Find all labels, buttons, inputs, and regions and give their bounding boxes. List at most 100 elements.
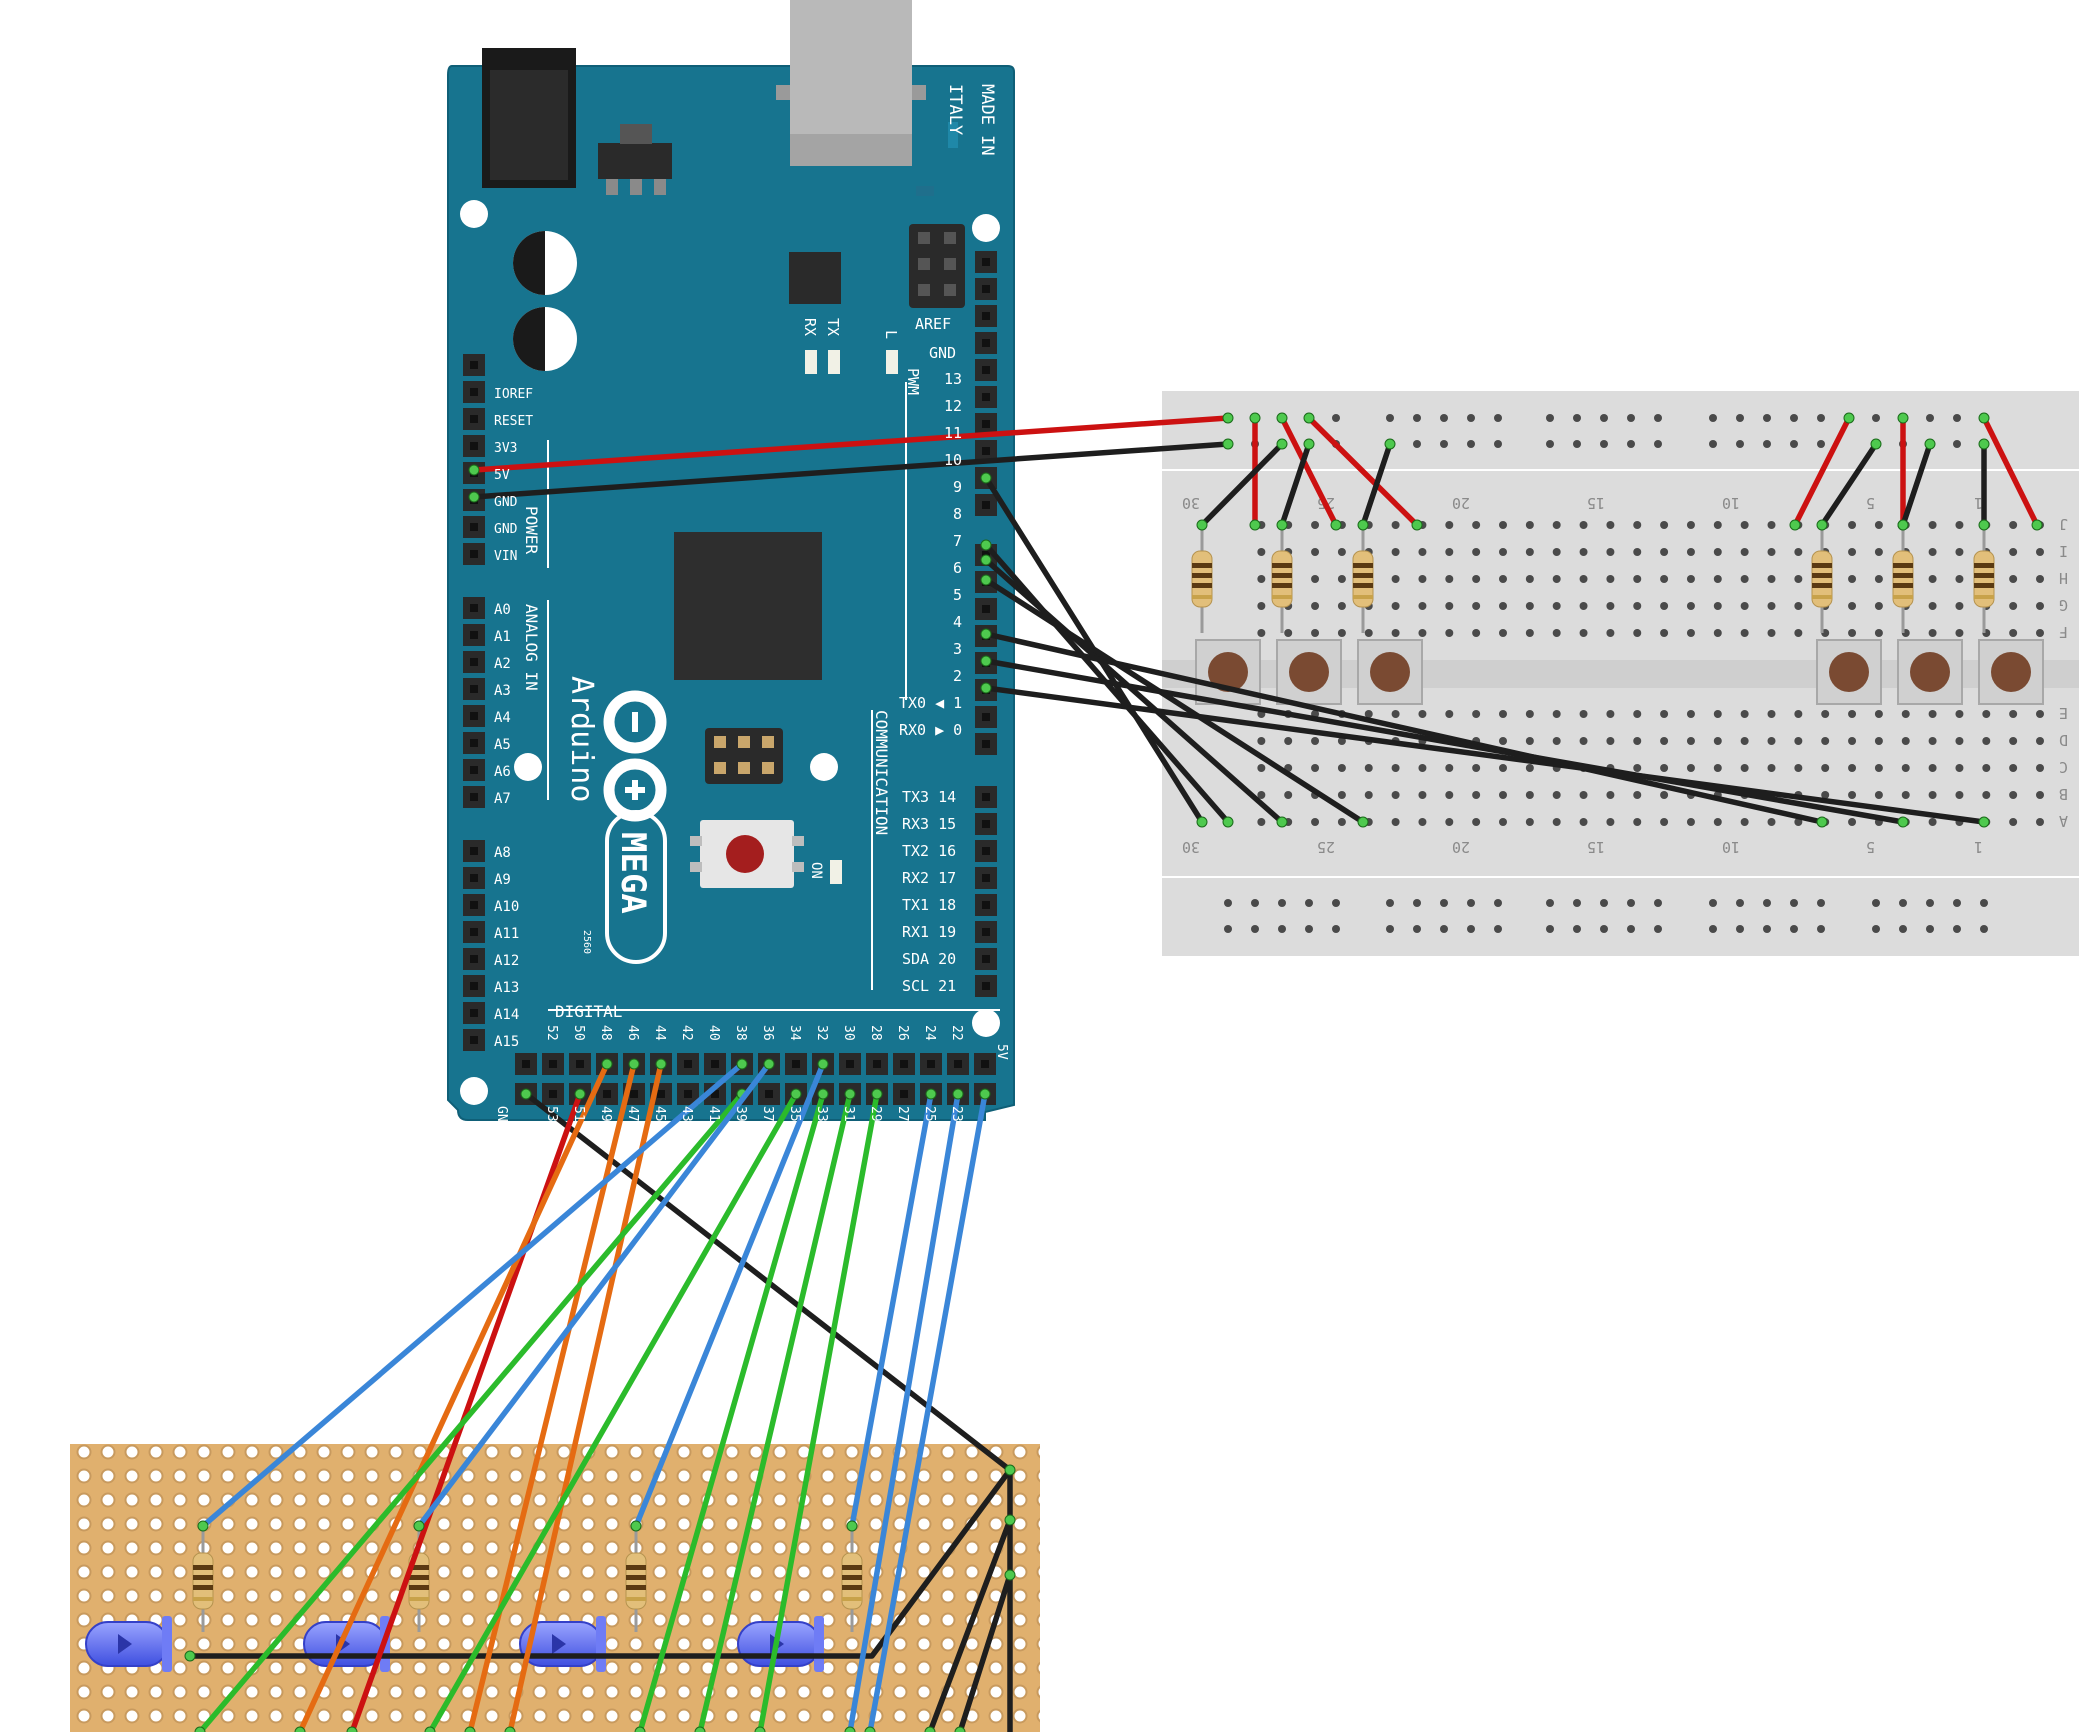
breadboard-hole — [1686, 710, 1695, 718]
rail-hole — [1790, 899, 1798, 907]
push-button[interactable] — [1357, 639, 1423, 705]
breadboard-hole — [1633, 602, 1642, 610]
header-pin-socket — [470, 982, 478, 990]
rail-hole — [1926, 899, 1934, 907]
usb-connector — [776, 0, 926, 166]
breadboard-hole — [1633, 737, 1642, 745]
icsp-header — [909, 224, 965, 308]
push-button[interactable] — [1816, 639, 1882, 705]
breadboard-hole — [1874, 575, 1883, 583]
breadboard-hole — [1767, 737, 1776, 745]
analog-pin-label: A6 — [494, 764, 511, 780]
rail-hole — [1440, 899, 1448, 907]
rail-hole — [1546, 899, 1554, 907]
digital-pin-label: 34 — [787, 1025, 802, 1041]
breadboard-hole — [1740, 737, 1749, 745]
breadboard-hole — [1713, 737, 1722, 745]
digital-pin-label: 2 — [953, 667, 962, 685]
breadboard-hole — [1928, 764, 1937, 772]
column-number: 15 — [1587, 838, 1605, 856]
rail-hole — [1736, 414, 1744, 422]
digital-header-socket — [900, 1090, 908, 1098]
breadboard-hole — [1606, 602, 1615, 610]
arduino-brand-label: Arduino — [564, 676, 599, 802]
breadboard-hole — [1713, 818, 1722, 826]
breadboard-hole — [1794, 575, 1803, 583]
fivev-bottom-label: 5V — [994, 1044, 1009, 1060]
rail-hole — [1600, 414, 1608, 422]
breadboard-hole — [1633, 521, 1642, 529]
breadboard-hole — [1874, 764, 1883, 772]
breadboard-hole — [1445, 548, 1454, 556]
digital-pin-label: 9 — [953, 478, 962, 496]
digital-pin-label: 24 — [922, 1025, 937, 1041]
breadboard-hole — [1445, 791, 1454, 799]
digital-pin-label: 23 — [949, 1106, 964, 1122]
comm-pin-label: TX2 16 — [902, 842, 956, 860]
push-button[interactable] — [1897, 639, 1963, 705]
rail-hole — [1440, 925, 1448, 933]
breadboard-hole — [1552, 710, 1561, 718]
rail-hole — [1386, 925, 1394, 933]
breadboard-hole — [1579, 602, 1588, 610]
digital-pin-label: RX0 ▶ 0 — [899, 721, 962, 739]
breadboard-hole — [1257, 818, 1266, 826]
breadboard-hole — [1552, 602, 1561, 610]
row-letter: F — [2059, 623, 2068, 641]
breadboard-hole — [1606, 737, 1615, 745]
breadboard-hole — [1982, 710, 1991, 718]
header-pin-socket — [470, 388, 478, 396]
rail-hole — [1494, 925, 1502, 933]
rail-hole — [1413, 925, 1421, 933]
rail-hole — [1332, 414, 1340, 422]
column-number: 1 — [1974, 838, 1983, 856]
breadboard-hole — [1794, 548, 1803, 556]
breadboard-hole — [1337, 764, 1346, 772]
mounting-hole — [972, 1009, 1000, 1037]
breadboard-hole — [1767, 710, 1776, 718]
resistor — [1973, 525, 1995, 633]
breadboard-hole — [1633, 710, 1642, 718]
digital-pin-label: 46 — [625, 1025, 640, 1041]
push-button[interactable] — [1276, 639, 1342, 705]
breadboard-hole — [1606, 791, 1615, 799]
rail-hole — [1763, 414, 1771, 422]
rail-hole — [1953, 925, 1961, 933]
push-button[interactable] — [1978, 639, 2044, 705]
digital-header-socket — [900, 1060, 908, 1068]
breadboard-hole — [1499, 521, 1507, 529]
breadboard-hole — [2036, 548, 2044, 556]
rail-hole — [1709, 414, 1717, 422]
digital-pin-label: 12 — [944, 397, 962, 415]
row-letter: I — [2059, 542, 2068, 560]
breadboard-hole — [1901, 764, 1910, 772]
digital-header-socket — [684, 1060, 692, 1068]
breadboard-hole — [1633, 818, 1642, 826]
digital-header-socket — [711, 1090, 719, 1098]
breadboard-hole — [1633, 548, 1642, 556]
digital-pin-label: 13 — [944, 370, 962, 388]
rail-hole — [1627, 925, 1635, 933]
digital-pin-label: 38 — [733, 1025, 748, 1041]
header-pin-socket — [470, 955, 478, 963]
breadboard-hole — [1391, 548, 1400, 556]
breadboard-hole — [1418, 791, 1427, 799]
header-pin-socket — [982, 847, 990, 855]
rail-hole — [1278, 925, 1286, 933]
analog-pin-label: A15 — [494, 1034, 519, 1050]
digital-pin-label: 30 — [841, 1025, 856, 1041]
breadboard-hole — [1257, 548, 1266, 556]
breadboard-hole — [1472, 791, 1481, 799]
digital-pin-label: 8 — [953, 505, 962, 523]
breadboard-hole — [1552, 629, 1561, 637]
breadboard-hole — [1740, 575, 1749, 583]
header-pin-socket — [982, 501, 990, 509]
digital-header-socket — [954, 1060, 962, 1068]
resistor — [1271, 525, 1293, 633]
breadboard-hole — [1928, 629, 1937, 637]
breadboard-hole — [1418, 818, 1427, 826]
reset-button[interactable] — [690, 820, 804, 888]
rail-hole — [1790, 440, 1798, 448]
column-number: 30 — [1182, 494, 1200, 512]
breadboard-hole — [1472, 521, 1481, 529]
